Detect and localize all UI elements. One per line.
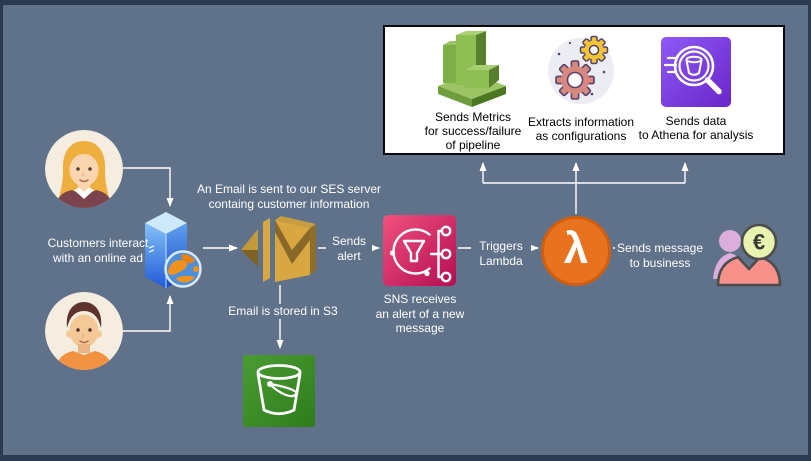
business-person-euro-icon: €: [713, 223, 782, 287]
sends-alert-label: Sends alert: [326, 234, 372, 264]
euro-symbol: €: [753, 230, 765, 255]
config-label: Extracts information as configurations: [527, 115, 635, 144]
edge-male-to-server: [123, 295, 174, 332]
sns-receives-caption: SNS receives an alert of a new message: [375, 292, 465, 336]
amazon-ses-icon: [241, 216, 316, 282]
panel-item-config: Extracts information as configurations: [513, 30, 649, 143]
customers-caption: Customers interact with an online ad: [47, 236, 149, 265]
email-stored-label: Email is stored in S3: [219, 304, 347, 319]
athena-icon: [661, 37, 731, 107]
sends-message-label: Sends message to business: [615, 241, 705, 271]
outputs-panel: Sends Metrics for success/failure of pip…: [383, 25, 785, 155]
panel-item-athena: Sends data to Athena for analysis: [629, 30, 763, 142]
male-customer-avatar: [45, 292, 123, 370]
aws-lambda-icon: λ: [541, 216, 611, 286]
lambda-symbol: λ: [563, 223, 589, 273]
amazon-s3-bucket-icon: [243, 355, 315, 427]
metrics-bars-icon: [438, 31, 506, 107]
edge-female-to-server: [123, 167, 174, 207]
triggers-lambda-label: Triggers Lambda: [471, 239, 531, 269]
gears-icon: [548, 35, 614, 104]
female-customer-avatar: [45, 130, 123, 208]
email-sent-caption: An Email is sent to our SES server conta…: [196, 182, 382, 211]
metrics-label: Sends Metrics for success/failure of pip…: [424, 110, 522, 153]
athena-label: Sends data to Athena for analysis: [638, 114, 754, 143]
panel-item-metrics: Sends Metrics for success/failure of pip…: [401, 30, 545, 152]
amazon-sns-icon: [383, 215, 456, 286]
web-server-globe-icon: [145, 212, 202, 288]
